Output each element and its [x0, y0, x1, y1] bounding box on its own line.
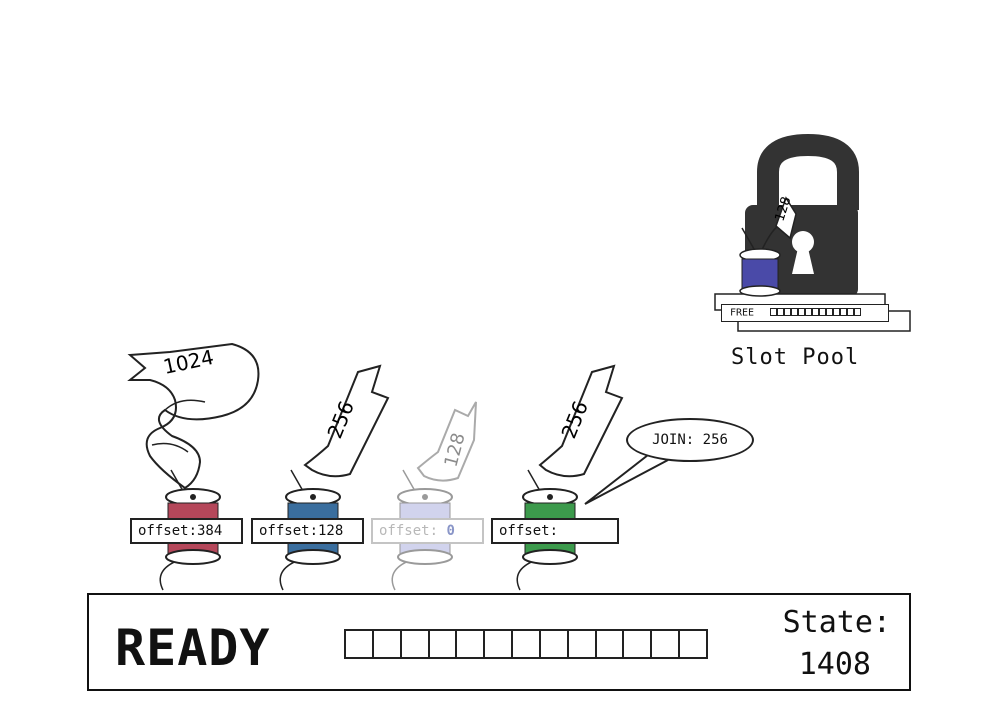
state-label: State: [782, 605, 891, 640]
free-card-cell [812, 308, 820, 316]
status-panel: READY State: 1408 [87, 593, 911, 691]
state-progress-bar [344, 629, 708, 659]
free-card-cells [770, 305, 862, 320]
status-word: READY [115, 619, 271, 677]
offset-text-4: offset: [499, 523, 559, 539]
slot-pool-label: Slot Pool [731, 345, 860, 370]
progress-cell [485, 631, 514, 657]
progress-cell [597, 631, 625, 657]
offset-text-2: offset:128 [259, 523, 344, 539]
offset-box-3: offset: 0 [371, 518, 484, 544]
progress-cell [569, 631, 597, 657]
free-card-label: FREE [730, 307, 755, 319]
progress-cell [652, 631, 681, 657]
free-card-cell [840, 308, 848, 316]
offset-number-3: 0 [446, 523, 455, 539]
free-card-cell [798, 308, 806, 316]
ribbon-128-faded: 128 [416, 401, 477, 482]
offset-box-1: offset:384 [130, 518, 243, 544]
progress-cell [346, 631, 374, 657]
free-card-cell [819, 308, 827, 316]
free-card-cell [826, 308, 834, 316]
offset-box-4: offset: [491, 518, 619, 544]
pool-spool: 128 [739, 195, 797, 297]
free-card-cell [791, 308, 799, 316]
ribbon-256-a: 256 [303, 364, 390, 478]
free-card-cell [777, 308, 785, 316]
ribbon-1024: 1024 [127, 342, 260, 490]
progress-cell [513, 631, 541, 657]
offset-text-1: offset:384 [138, 523, 223, 539]
progress-cell [541, 631, 569, 657]
speech-bubble-tail [584, 454, 669, 505]
free-card-cell [770, 308, 778, 316]
progress-cell [624, 631, 653, 657]
pool-ribbon-value: 128 [773, 195, 795, 223]
ribbon-256-b: 256 [538, 364, 624, 478]
speech-bubble: JOIN: 256 [626, 418, 754, 462]
free-card-cell [854, 308, 862, 316]
progress-cell [457, 631, 486, 657]
offset-box-2: offset:128 [251, 518, 364, 544]
speech-bubble-text: JOIN: 256 [652, 432, 728, 448]
progress-cell [680, 631, 706, 657]
free-card: FREE [721, 304, 889, 322]
free-card-cell [833, 308, 841, 316]
free-card-cell [847, 308, 855, 316]
state-value: 1408 [798, 647, 871, 682]
free-card-cell [805, 308, 813, 316]
offset-text-3: offset: [379, 523, 439, 539]
progress-cell [374, 631, 402, 657]
progress-cell [402, 631, 430, 657]
progress-cell [430, 631, 458, 657]
free-card-cell [784, 308, 792, 316]
